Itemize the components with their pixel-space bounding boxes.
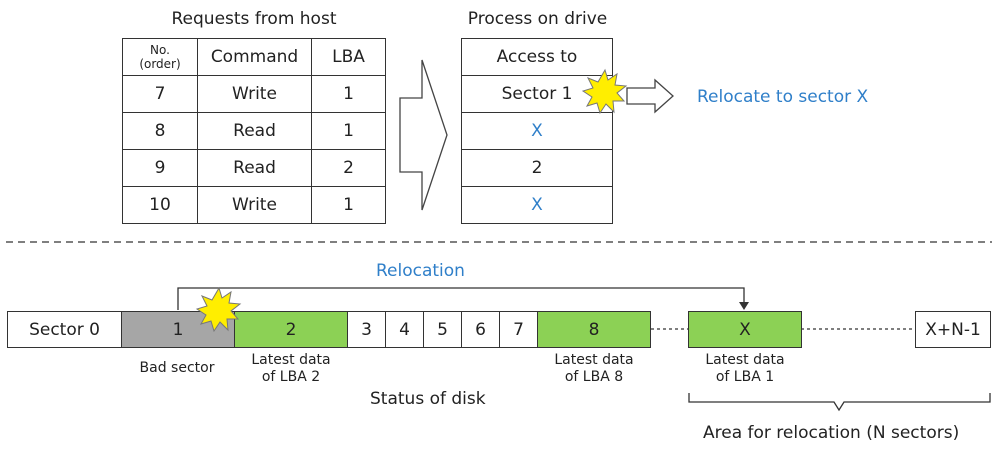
relocation-area-label: Area for relocation (N sectors) <box>703 423 960 443</box>
table-row: 10 Write 1 <box>122 186 386 224</box>
host-requests-title: Requests from host <box>171 9 337 29</box>
row-command: Read <box>197 112 312 150</box>
disk-sector-x-plus-n-minus-1: X+N-1 <box>915 311 991 348</box>
row-lba: 1 <box>311 75 386 113</box>
disk-sector-0: Sector 0 <box>7 311 122 348</box>
row-lba: 1 <box>311 112 386 150</box>
explosion-icon <box>195 286 242 333</box>
latest-data-lba1-line1: Latest data <box>705 352 785 368</box>
header-no-line2: (order) <box>139 57 181 71</box>
latest-data-lba2-line1: Latest data <box>251 352 331 368</box>
access-cell: X <box>461 186 613 224</box>
header-no: No. (order) <box>122 38 198 76</box>
drive-table-header: Access to <box>461 38 613 76</box>
latest-data-lba2-line2: of LBA 2 <box>261 369 321 385</box>
latest-data-lba8-label: Latest data of LBA 8 <box>537 352 651 386</box>
table-row: 9 Read 2 <box>122 149 386 187</box>
table-row: 7 Write 1 <box>122 75 386 113</box>
relocation-arrow-path <box>177 287 745 310</box>
relocation-arrowhead-icon <box>739 302 749 310</box>
latest-data-lba1-label: Latest data of LBA 1 <box>688 352 802 386</box>
row-command: Read <box>197 149 312 187</box>
row-lba: 1 <box>311 186 386 224</box>
row-no: 9 <box>122 149 198 187</box>
table-row: X <box>461 186 613 224</box>
host-requests-table: No. (order) Command LBA 7 Write 1 8 Read… <box>122 38 386 224</box>
drive-process-title: Process on drive <box>467 9 608 29</box>
host-table-header: No. (order) Command LBA <box>122 38 386 76</box>
disk-sector-7: 7 <box>499 311 538 348</box>
row-command: Write <box>197 186 312 224</box>
row-command: Write <box>197 75 312 113</box>
relocation-area-brace <box>688 393 991 412</box>
row-no: 10 <box>122 186 198 224</box>
latest-data-lba8-line2: of LBA 8 <box>564 369 624 385</box>
relocate-to-sector-x-label: Relocate to sector X <box>697 87 869 107</box>
relocate-arrow-icon <box>626 78 674 114</box>
header-lba: LBA <box>311 38 386 76</box>
latest-data-lba2-label: Latest data of LBA 2 <box>234 352 348 386</box>
header-access-to: Access to <box>461 38 613 76</box>
latest-data-lba8-line1: Latest data <box>554 352 634 368</box>
disk-sector-6: 6 <box>461 311 500 348</box>
big-right-arrow-icon <box>399 59 448 211</box>
header-command: Command <box>197 38 312 76</box>
status-of-disk-label: Status of disk <box>370 389 486 409</box>
row-no: 7 <box>122 75 198 113</box>
drive-process-table: Access to Sector 1 X 2 X <box>461 38 613 224</box>
bad-sector-label: Bad sector <box>139 360 215 376</box>
table-row: X <box>461 112 613 150</box>
row-lba: 2 <box>311 149 386 187</box>
relocation-label: Relocation <box>376 261 465 281</box>
latest-data-lba1-line2: of LBA 1 <box>715 369 775 385</box>
disk-sector-8: 8 <box>537 311 651 348</box>
explosion-icon <box>581 68 628 115</box>
header-no-line1: No. <box>150 43 170 57</box>
table-row: 8 Read 1 <box>122 112 386 150</box>
disk-sector-x: X <box>688 311 802 348</box>
access-cell: X <box>461 112 613 150</box>
